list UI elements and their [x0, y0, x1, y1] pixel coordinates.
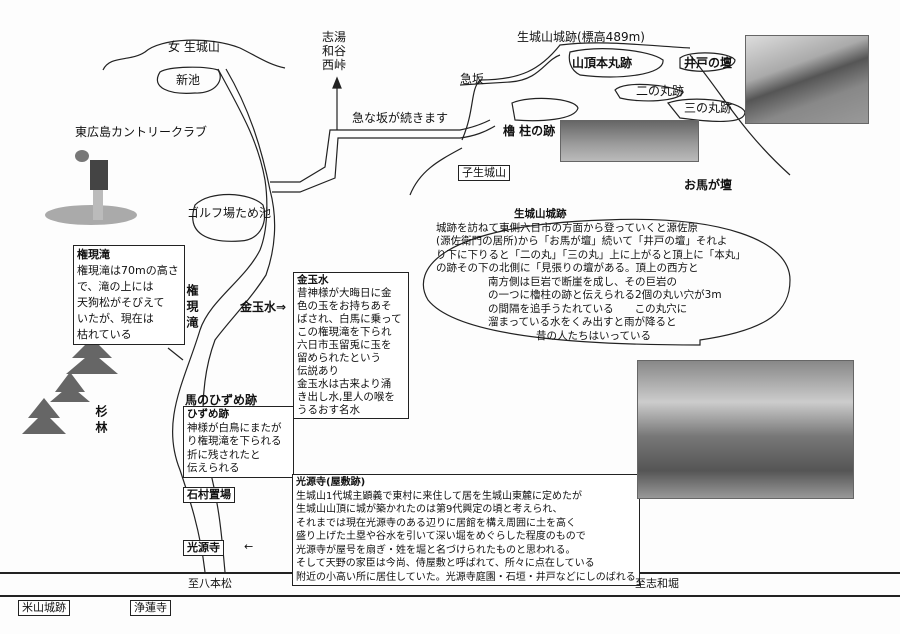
north-destination-3: 西峠	[322, 58, 347, 72]
tree-icon	[22, 338, 118, 434]
road-east-label: 至志和堀	[635, 577, 679, 590]
kingyokusui-line: 色の玉をお持ちあそ	[297, 300, 392, 312]
kingyokusui-arrow-label: 金玉水⇒	[240, 300, 287, 314]
kogenji-line: それまでは現在光源寺のある辺りに居館を構え周囲に土を高く	[296, 517, 576, 529]
road-east-2	[272, 125, 496, 193]
kogenji-line: 生城山1代城主顕義で東村に来住して居を生城山東麓に定めたが	[296, 490, 583, 502]
gongen-line: で、滝の上には	[77, 280, 154, 293]
ido-outline	[679, 52, 736, 72]
kogenji-line: 生城山山頂に城が築かれたのは第9代興定の頃と考えられ、	[296, 504, 563, 515]
mountain-female-label: 女 生城山	[168, 40, 220, 54]
summit-photo	[745, 35, 869, 124]
castle-line: 昔の人たちはいっている	[536, 329, 651, 342]
kingyokusui-line: 昔神様が大晦日に金	[297, 287, 392, 299]
castle-site-photo	[560, 120, 699, 162]
kogenji-label: 光源寺	[183, 540, 224, 556]
kingyokusui-line: 留められたという	[297, 352, 381, 364]
hizume-line: 神様が白鳥にまたが	[187, 421, 282, 434]
kingyokusui-line: うるおす名水	[297, 404, 360, 416]
jorenji-label: 浄蓮寺	[130, 600, 171, 616]
hizume-line: 折に残されたと	[187, 448, 261, 461]
kogenji-box: 光源寺(屋敷跡) 生城山1代城主顕義で東村に来住して居を生城山東麓に定めたが 生…	[292, 474, 640, 586]
kingyokusui-line: 六日市玉留兎に玉を	[297, 339, 392, 351]
yoneyama-castle-label: 米山城跡	[18, 600, 70, 616]
mountain-outline	[102, 39, 286, 71]
castle-ellipse	[422, 218, 791, 346]
road-west-label: 至八本松	[188, 577, 232, 590]
road-east	[270, 119, 491, 183]
country-club-label: 東広島カントリークラブ	[75, 125, 208, 139]
golfer-image	[45, 150, 137, 226]
steep-road-label: 急な坂が続きます	[352, 111, 449, 125]
kingyokusui-title: 金玉水	[297, 274, 329, 286]
sannomaru-label: 三の丸跡	[684, 101, 733, 115]
honmaru-label: 山頂本丸跡	[572, 56, 633, 70]
hizume-title: ひずめ跡	[187, 408, 229, 420]
castle-line: り下に下りると「二の丸」「三の丸」上に上がると頂上に「本丸」	[436, 248, 746, 261]
steep-slope-label: 急坂	[460, 72, 485, 86]
kogenji-title: 光源寺(屋敷跡)	[296, 477, 366, 488]
kogenji-line: 附近の小高い所に居住していた。光源寺庭園・石垣・井戸などにしのばれる	[296, 571, 636, 583]
ouma-label: お馬が壇	[684, 178, 733, 192]
north-destination-2: 和谷	[322, 44, 347, 58]
kingyokusui-line: ばされ、白馬に乗って	[297, 313, 402, 325]
yagura-label: 櫓 柱の跡	[503, 124, 556, 138]
kingyokusui-line: この権現滝を下られ	[297, 326, 392, 338]
golf-pond-outline	[192, 193, 266, 242]
castle-line: の一つに櫓柱の跡と伝えられる2個の丸い穴が3m	[488, 289, 722, 301]
castle-ellipse-title: 生城山城跡	[514, 208, 567, 220]
castle-line: (源佐衛門の居所)から「お馬が壇」続いて「井戸の壇」それよ	[436, 235, 728, 247]
yagura-outline	[511, 97, 579, 122]
gongen-line: いたが、現在は	[77, 312, 154, 325]
ninomaru-outline	[614, 83, 684, 102]
hoof-mark-label: 馬のひずめ跡	[185, 393, 258, 407]
cedar-forest-label: 杉林	[94, 405, 108, 437]
golf-pond-label: ゴルフ場ため池	[187, 206, 272, 220]
castle-ellipse-text: 生城山城跡 城跡を訪ねて東側六日市の方面から登っていくと源佐原 (源佐衛門の居所…	[436, 208, 781, 343]
gongen-line: 枯れている	[77, 328, 132, 341]
ido-label: 井戸の壇	[684, 56, 733, 70]
gongen-line: 天狗松がそびえて	[77, 296, 165, 309]
castle-line: の跡その下の北側に「見張りの壇がある。頂上の西方と	[436, 262, 699, 274]
kogenji-line: そして天野の家臣は今尚、侍屋敷と呼ばれて、所々に点在している	[296, 558, 595, 569]
castle-line: 城跡を訪ねて東側六日市の方面から登っていくと源佐原	[436, 221, 698, 234]
castle-slope	[409, 42, 691, 196]
stream-left	[172, 68, 268, 573]
castle-line: 溜まっている水をくみ出すと雨が降ると	[488, 316, 677, 328]
north-arrow-head	[332, 76, 342, 89]
hizume-box: ひずめ跡 神様が白鳥にまたが り権現滝を下られる 折に残されたと 伝えられる	[183, 406, 294, 478]
kogenji-line: 盛り上げた土塁や谷水を引いて深い堀をめぐらした程度のもので	[296, 531, 586, 542]
stream-right	[202, 68, 276, 573]
left-arrow: ←	[244, 540, 254, 553]
gongen-falls-box: 権現滝 権現滝は70mの高さ で、滝の上には 天狗松がそびえて いたが、現在は …	[73, 245, 185, 345]
castle-line: 南方側は巨岩で断崖を成し、その巨岩の	[488, 275, 677, 288]
hizume-line: 伝えられる	[187, 462, 240, 474]
castle-line: の間隔を追手うたれている この丸穴に	[488, 302, 688, 315]
new-pond-label: 新池	[176, 73, 201, 87]
hizume-line: り権現滝を下られる	[187, 435, 282, 447]
gongen-falls-title: 権現滝	[77, 248, 110, 261]
kogenji-photo	[637, 360, 854, 499]
kingyokusui-line: き出し水,里人の喉を	[297, 391, 395, 403]
kingyokusui-line: 金玉水は古来より涌	[297, 378, 392, 390]
ninomaru-label: 二の丸跡	[636, 84, 685, 98]
honmaru-outline	[568, 48, 664, 78]
kingyokusui-line: 伝説あり	[297, 365, 339, 377]
kingyokusui-box: 金玉水 昔神様が大晦日に金 色の玉をお持ちあそ ばされ、白馬に乗って この権現滝…	[293, 272, 409, 419]
castle-ruins-title: 生城山城跡(標高489m)	[517, 30, 645, 44]
new-pond-outline	[156, 66, 221, 94]
kogenji-line: 光源寺が屋号を扇ぎ・姓を堀と名づけられたものと思われる。	[296, 544, 576, 556]
castle-path	[459, 54, 791, 176]
stone-yard-label: 石村置場	[183, 487, 235, 503]
gongen-line: 権現滝は70mの高さ	[77, 264, 179, 277]
kingyoku-arrow	[167, 347, 184, 361]
north-destination-1: 志湯	[322, 30, 347, 44]
gongen-vertical-label: 権現滝	[185, 284, 199, 332]
kojo-mountain-label: 子生城山	[458, 165, 510, 181]
